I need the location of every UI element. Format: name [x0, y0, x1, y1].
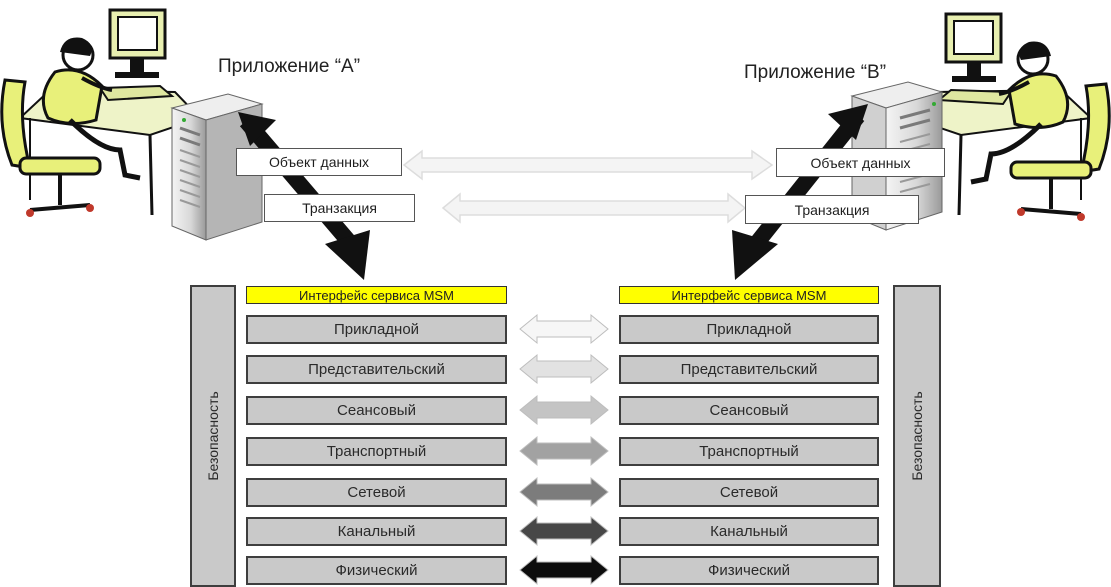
layer-box-left: Прикладной — [246, 315, 507, 344]
security-label-left: Безопасность — [205, 391, 221, 481]
security-bar-left — [190, 285, 236, 587]
layer-arrow — [519, 476, 609, 508]
layer-arrow — [519, 394, 609, 426]
layer-box-left: Представительский — [246, 355, 507, 384]
layer-box-right: Канальный — [619, 517, 879, 546]
data-object-link-arrow — [402, 149, 774, 181]
layer-box-right: Прикладной — [619, 315, 879, 344]
layer-box-right: Сеансовый — [619, 396, 879, 425]
layer-arrow — [519, 313, 609, 345]
layer-arrow — [519, 515, 609, 547]
data-object-box-right: Объект данных — [776, 148, 945, 177]
layer-box-right: Сетевой — [619, 478, 879, 507]
flow-arrow-right — [732, 104, 868, 280]
security-bar-right — [893, 285, 941, 587]
layer-box-right: Транспортный — [619, 437, 879, 466]
layer-arrow — [519, 353, 609, 385]
person-at-computer-icon — [0, 8, 202, 217]
layer-box-left: Физический — [246, 556, 507, 585]
layer-box-left: Сеансовый — [246, 396, 507, 425]
security-label-right: Безопасность — [909, 391, 925, 481]
transaction-box-left: Транзакция — [264, 194, 415, 222]
layer-arrows — [519, 313, 609, 586]
layer-box-right: Представительский — [619, 355, 879, 384]
layer-arrow — [519, 554, 609, 586]
person-at-computer-icon — [909, 12, 1111, 221]
msm-interface-right: Интерфейс сервиса MSM — [619, 286, 879, 304]
msm-interface-left: Интерфейс сервиса MSM — [246, 286, 507, 304]
transaction-link-arrow — [441, 192, 747, 224]
flow-arrow-left — [238, 112, 370, 280]
transaction-box-right: Транзакция — [745, 195, 919, 224]
app-a-title: Приложение “A” — [218, 56, 361, 77]
layer-box-left: Транспортный — [246, 437, 507, 466]
layer-arrow — [519, 435, 609, 467]
layer-box-right: Физический — [619, 556, 879, 585]
layer-box-left: Канальный — [246, 517, 507, 546]
data-object-box-left: Объект данных — [236, 148, 402, 176]
layer-box-left: Сетевой — [246, 478, 507, 507]
app-b-title: Приложение “B” — [744, 62, 887, 83]
